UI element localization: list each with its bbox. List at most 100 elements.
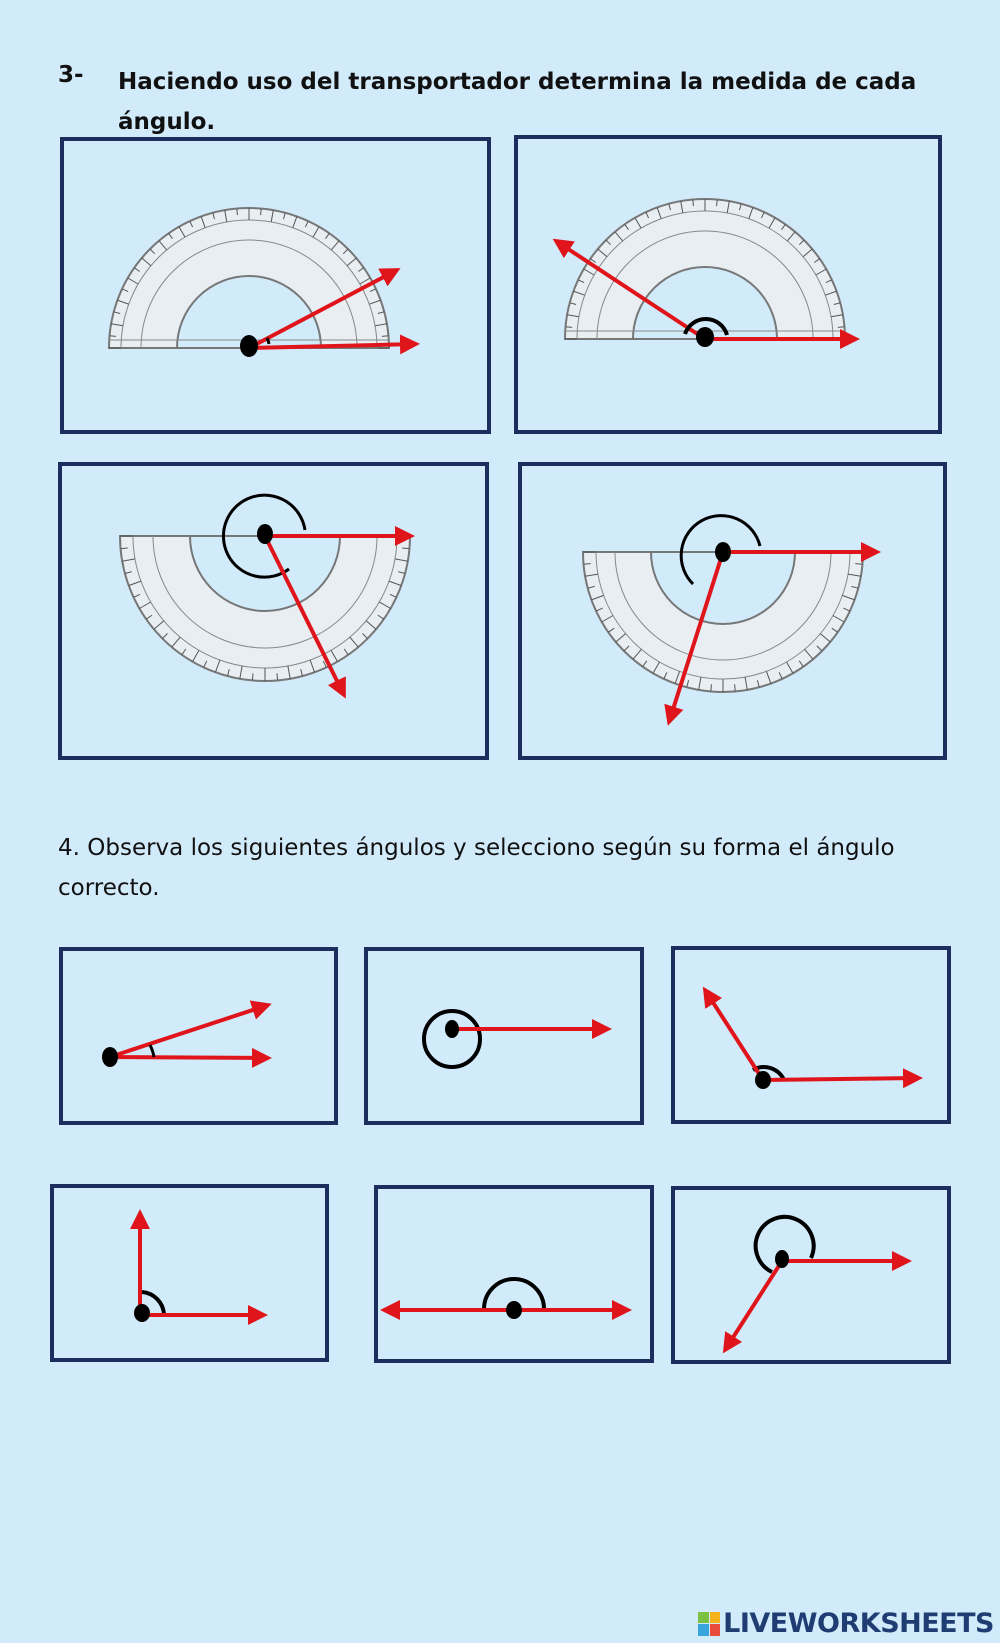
protractor-tick bbox=[283, 212, 286, 220]
protractor-tick bbox=[781, 224, 786, 230]
protractor-tick bbox=[819, 633, 831, 643]
protractor-tick bbox=[153, 620, 165, 630]
protractor-tick bbox=[375, 323, 387, 327]
protractor-tick bbox=[276, 673, 279, 681]
question-4-text: 4. Observa los siguientes ángulos y sele… bbox=[58, 835, 895, 901]
protractor-tick bbox=[349, 636, 359, 648]
protractor-tick bbox=[831, 314, 843, 318]
protractor-tick bbox=[601, 615, 614, 623]
protractor-tick bbox=[587, 585, 595, 589]
protractor-tick bbox=[377, 311, 385, 314]
protractor-tick bbox=[369, 288, 377, 293]
protractor-tick bbox=[565, 326, 573, 328]
protractor-tick bbox=[398, 571, 406, 574]
protractor-tick bbox=[292, 216, 298, 228]
protractor-tick bbox=[786, 661, 794, 674]
protractor-tick bbox=[139, 601, 151, 609]
protractor-tick bbox=[149, 248, 156, 255]
protractor-tick bbox=[786, 231, 796, 242]
protractor-tick bbox=[178, 226, 186, 238]
protractor-tick bbox=[726, 201, 730, 213]
protractor-tick bbox=[270, 210, 274, 222]
protractor-tick bbox=[645, 211, 650, 219]
protractor-tick bbox=[573, 290, 585, 296]
protractor-tick bbox=[133, 593, 141, 598]
protractor-tick bbox=[614, 231, 624, 242]
protractor-tick bbox=[734, 684, 736, 692]
protractor-tick bbox=[109, 335, 117, 337]
protractor-tick bbox=[251, 673, 254, 681]
protractor-tick bbox=[168, 233, 173, 239]
protractor-tick bbox=[260, 208, 262, 216]
protractor-tick bbox=[389, 593, 397, 598]
protractor-tick bbox=[624, 224, 629, 230]
protractor-figure-2 bbox=[514, 135, 942, 434]
protractor-tick bbox=[608, 627, 615, 633]
protractor-tick bbox=[362, 633, 368, 639]
protractor-tick bbox=[330, 650, 338, 662]
protractor-tick bbox=[748, 207, 754, 219]
protractor-tick bbox=[778, 672, 783, 680]
protractor-tick bbox=[309, 659, 316, 673]
protractor-tick bbox=[358, 267, 364, 272]
protractor-tick bbox=[590, 258, 596, 263]
protractor-tick bbox=[595, 607, 603, 612]
protractor-tick bbox=[365, 620, 377, 630]
protractor-tick bbox=[134, 267, 140, 272]
angle-figure-straight[interactable] bbox=[374, 1185, 654, 1363]
protractor-tick bbox=[127, 277, 139, 285]
protractor-tick bbox=[394, 558, 408, 562]
liveworksheets-brand[interactable]: LIVEWORKSHEETS bbox=[698, 1608, 994, 1639]
angle-figure-acute[interactable] bbox=[59, 947, 338, 1125]
protractor-tick bbox=[842, 594, 855, 601]
protractor-tick bbox=[710, 684, 712, 692]
protractor-tick bbox=[716, 199, 718, 207]
protractor-figure-4 bbox=[518, 462, 947, 760]
protractor-tick bbox=[239, 665, 243, 679]
protractor-tick bbox=[756, 680, 760, 688]
protractor-tick bbox=[816, 645, 823, 652]
protractor-tick bbox=[128, 580, 142, 587]
protractor-tick bbox=[124, 571, 132, 574]
angle-figure-reflex[interactable] bbox=[671, 1186, 951, 1364]
protractor bbox=[107, 207, 391, 349]
protractor-tick bbox=[304, 220, 309, 228]
protractor-tick bbox=[192, 650, 200, 662]
protractor-tick bbox=[224, 210, 228, 222]
protractor-tick bbox=[744, 677, 748, 690]
protractor-tick bbox=[212, 212, 215, 220]
protractor-tick bbox=[825, 279, 833, 284]
liveworksheets-logo-icon bbox=[698, 1611, 721, 1636]
protractor-tick bbox=[214, 659, 221, 673]
protractor-tick bbox=[692, 199, 694, 207]
protractor bbox=[118, 535, 412, 682]
protractor-tick bbox=[343, 648, 349, 656]
protractor-tick bbox=[848, 573, 861, 577]
protractor-tick bbox=[141, 257, 152, 267]
protractor-tick bbox=[634, 217, 642, 229]
protractor-tick bbox=[760, 211, 765, 219]
protractor-tick bbox=[181, 648, 187, 656]
protractor-tick bbox=[632, 648, 642, 660]
protractor-tick bbox=[768, 217, 776, 229]
protractor-figure-3 bbox=[58, 462, 489, 760]
angle-figure-right[interactable] bbox=[50, 1184, 329, 1362]
protractor-tick bbox=[825, 290, 837, 296]
protractor-tick bbox=[833, 302, 841, 305]
protractor-tick bbox=[686, 680, 690, 688]
protractor-tick bbox=[832, 615, 845, 623]
protractor-tick bbox=[798, 660, 804, 667]
protractor-tick bbox=[287, 665, 291, 679]
protractor-tick bbox=[623, 645, 630, 652]
protractor-tick bbox=[802, 248, 813, 258]
protractor-figure-1 bbox=[60, 137, 491, 434]
protractor-tick bbox=[117, 299, 129, 305]
angle-figure-obtuse[interactable] bbox=[671, 946, 951, 1124]
protractor-tick bbox=[377, 614, 385, 620]
angle-figure-full[interactable] bbox=[364, 947, 644, 1125]
protractor-tick bbox=[855, 563, 863, 565]
protractor bbox=[581, 551, 865, 693]
protractor-tick bbox=[325, 233, 330, 239]
protractor-tick bbox=[663, 672, 668, 680]
protractor-tick bbox=[851, 585, 859, 589]
